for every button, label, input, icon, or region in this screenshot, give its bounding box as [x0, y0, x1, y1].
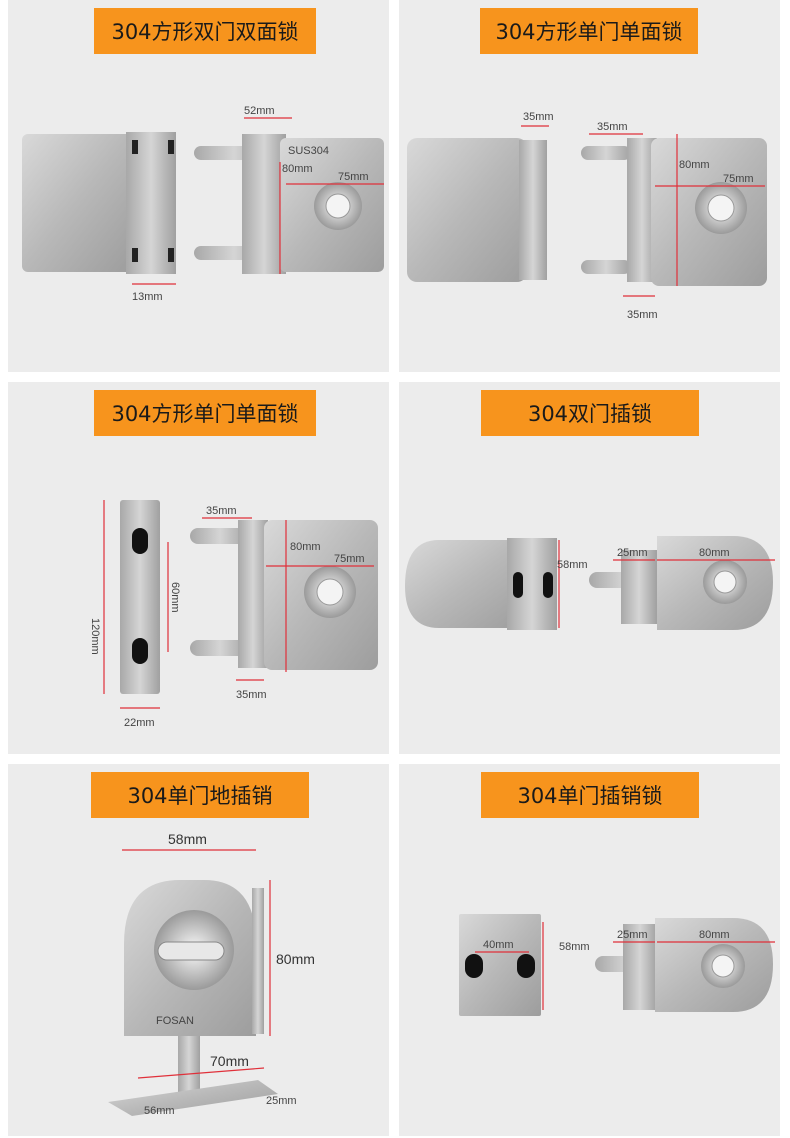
- dimension-label: 75mm: [334, 553, 365, 565]
- product-panel-3: 304方形单门单面锁 120mm 60mm 22mm 35mm 80mm 75m…: [8, 382, 389, 754]
- panel-title: 304单门插销锁: [481, 772, 699, 818]
- lock-illustration: SUS304 52mm 80mm 75mm 13mm: [22, 105, 384, 303]
- lock-body-left: [405, 540, 527, 628]
- lock-illustration: FOSAN 58mm 80mm 70mm 56mm 25mm: [108, 831, 315, 1117]
- dimension-label: 56mm: [144, 1105, 175, 1117]
- strike-plate: [120, 500, 160, 694]
- dimension-label: 40mm: [483, 939, 514, 951]
- dimension-label: 58mm: [168, 831, 207, 847]
- lock-illustration: 58mm 25mm 80mm: [405, 536, 775, 630]
- dimension-label: 35mm: [236, 689, 267, 701]
- dimension-label: 80mm: [290, 541, 321, 553]
- lock-illustration: 40mm 58mm 25mm 80mm: [459, 914, 775, 1016]
- dimension-label: 75mm: [338, 171, 369, 183]
- dimension-label: 58mm: [559, 941, 590, 953]
- dimension-label: 25mm: [266, 1095, 297, 1107]
- panel-title: 304方形单门单面锁: [480, 8, 698, 54]
- lock-body-left: [22, 134, 132, 272]
- dimension-label: 80mm: [282, 163, 313, 175]
- dimension-label: 35mm: [206, 505, 237, 517]
- product-panel-1: 304方形双门双面锁 SUS304 52mm 80mm 75mm: [8, 0, 389, 372]
- dimension-label: 25mm: [617, 929, 648, 941]
- lock-body-left: [407, 138, 527, 282]
- panel-title: 304单门地插销: [91, 772, 309, 818]
- product-panel-4: 304双门插锁 58mm 25mm 80mm: [399, 382, 780, 754]
- dimension-label: 22mm: [124, 717, 155, 729]
- product-panel-5: 304单门地插销 FOSAN 58mm 80mm 70mm 56mm 25mm: [8, 764, 389, 1136]
- dimension-label: 60mm: [169, 582, 181, 613]
- dimension-label: 80mm: [699, 929, 730, 941]
- panel-title: 304方形单门单面锁: [94, 390, 316, 436]
- dimension-label: 52mm: [244, 105, 275, 117]
- dimension-label: 80mm: [276, 951, 315, 967]
- dimension-label: 75mm: [723, 173, 754, 185]
- dimension-label: 80mm: [699, 547, 730, 559]
- dimension-label: 25mm: [617, 547, 648, 559]
- dimension-label: 58mm: [557, 559, 588, 571]
- dimension-label: 35mm: [597, 121, 628, 133]
- lock-illustration: 35mm 35mm 80mm 75mm 35mm: [407, 111, 767, 321]
- dimension-label: 13mm: [132, 291, 163, 303]
- dimension-label: 70mm: [210, 1053, 249, 1069]
- dimension-label: 35mm: [627, 309, 658, 321]
- panel-title: 304双门插锁: [481, 390, 699, 436]
- floor-bolt-rod: [178, 1036, 200, 1104]
- product-panel-2: 304方形单门单面锁 35mm 35mm 80mm 75mm 35mm: [399, 0, 780, 372]
- product-panel-6: 304单门插销锁 40mm 58mm 25mm 80mm: [399, 764, 780, 1136]
- strike-plate: [459, 914, 541, 1016]
- dimension-label: 80mm: [679, 159, 710, 171]
- floor-plate: [108, 1080, 278, 1116]
- dimension-label: 120mm: [89, 618, 101, 655]
- panel-title: 304方形双门双面锁: [94, 8, 316, 54]
- dimension-label: 35mm: [523, 111, 554, 123]
- engraving-text: FOSAN: [156, 1015, 194, 1027]
- engraving-text: SUS304: [288, 145, 329, 157]
- lock-illustration: 120mm 60mm 22mm 35mm 80mm 75mm 35mm: [89, 500, 378, 729]
